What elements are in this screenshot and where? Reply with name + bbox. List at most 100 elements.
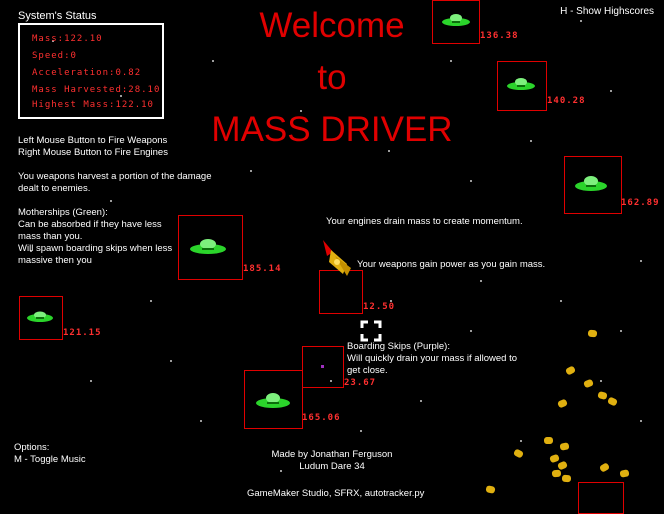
- star: [560, 300, 562, 302]
- asteroid-rock: [549, 453, 560, 464]
- help-skips-2: get close.: [347, 365, 388, 376]
- mothership-icon[interactable]: [574, 176, 608, 192]
- mothership-target-frame: [19, 296, 63, 340]
- star: [170, 360, 172, 362]
- mothership-icon[interactable]: [189, 238, 227, 256]
- help-harvest-1: You weapons harvest a portion of the dam…: [18, 171, 212, 182]
- credits: Made by Jonathan Ferguson Ludum Dare 34: [270, 449, 394, 473]
- asteroid-rock: [606, 396, 619, 407]
- asteroid-rock: [583, 378, 594, 389]
- credits-event: Ludum Dare 34: [299, 461, 365, 472]
- star: [120, 95, 122, 97]
- star: [360, 430, 362, 432]
- mothership-target-frame: [432, 0, 480, 44]
- star: [610, 90, 612, 92]
- title-line-2: to: [317, 58, 347, 97]
- status-panel: Mass:122.10 Speed:0 Acceleration:0.82 Ma…: [18, 23, 164, 119]
- asteroid-rock: [619, 469, 630, 478]
- mothership-mass: 121.15: [63, 328, 102, 338]
- options-title: Options:: [14, 442, 50, 453]
- asteroid-rock: [485, 485, 496, 494]
- stat-mass-harvested: Mass Harvested:28.10: [32, 85, 161, 95]
- highscores-hint: H - Show Highscores: [560, 6, 654, 17]
- credits-author: Made by Jonathan Ferguson: [271, 449, 393, 460]
- asteroid-rock: [512, 448, 525, 459]
- title-line-1: Welcome: [259, 6, 405, 45]
- credits-tools: GameMaker Studio, SFRX, autotracker.py: [247, 488, 425, 499]
- controls-help: Left Mouse Button to Fire Weapons Right …: [18, 135, 211, 267]
- star: [580, 20, 582, 22]
- options-help: Options: M - Toggle Music: [14, 442, 86, 466]
- star: [450, 60, 452, 62]
- star: [420, 400, 422, 402]
- asteroid-rock: [561, 474, 572, 483]
- star: [530, 140, 532, 142]
- skip-target-frame: [302, 346, 344, 388]
- asteroid-rock: [564, 365, 577, 376]
- help-engines: Your engines drain mass to create moment…: [326, 216, 523, 227]
- stat-mass: Mass:122.10: [32, 34, 103, 44]
- star: [110, 200, 112, 202]
- star: [620, 330, 622, 332]
- star: [330, 380, 332, 382]
- star: [640, 260, 642, 262]
- asteroid-rock: [556, 398, 569, 409]
- mothership-mass: 185.14: [243, 264, 282, 274]
- star: [280, 470, 282, 472]
- mothership-target-frame: [178, 215, 243, 280]
- star: [388, 150, 390, 152]
- player-ship-icon[interactable]: [317, 238, 357, 282]
- mothership-mass: 136.38: [480, 31, 519, 41]
- title: Welcome to MASS DRIVER: [150, 0, 514, 156]
- star: [52, 40, 54, 42]
- star: [150, 300, 152, 302]
- asteroid-rock: [587, 329, 598, 338]
- player-mass: 12.50: [363, 302, 396, 312]
- mothership-icon[interactable]: [441, 13, 471, 27]
- mothership-mass: 162.89: [621, 198, 660, 208]
- mothership-target-frame: [497, 61, 547, 111]
- help-harvest-2: dealt to enemies.: [18, 183, 91, 194]
- star: [480, 280, 482, 282]
- star: [470, 180, 472, 182]
- skips-help: Boarding Skips (Purple): Will quickly dr…: [347, 341, 517, 377]
- skip-mass: 23.67: [344, 378, 377, 388]
- mothership-target-frame: [564, 156, 622, 214]
- asteroid-rock: [597, 390, 608, 401]
- mothership-icon[interactable]: [26, 311, 54, 323]
- boarding-skip-icon[interactable]: [321, 365, 324, 368]
- mothership-icon[interactable]: [506, 77, 536, 91]
- status-label: System's Status: [18, 10, 97, 22]
- help-motherships-1: Can be absorbed if they have less: [18, 219, 162, 230]
- star: [200, 420, 202, 422]
- asteroid-rock: [551, 469, 562, 478]
- help-fire-engines: Right Mouse Button to Fire Engines: [18, 147, 168, 158]
- star: [30, 250, 32, 252]
- mothership-icon[interactable]: [255, 393, 291, 409]
- help-motherships-title: Motherships (Green):: [18, 207, 108, 218]
- stat-acceleration: Acceleration:0.82: [32, 68, 142, 78]
- star: [90, 380, 92, 382]
- star: [640, 420, 642, 422]
- options-toggle-music: M - Toggle Music: [14, 454, 86, 465]
- help-skips-title: Boarding Skips (Purple):: [347, 341, 450, 352]
- help-skips-1: Will quickly drain your mass if allowed …: [347, 353, 518, 364]
- star: [250, 170, 252, 172]
- mothership-target-frame: [244, 370, 303, 429]
- star: [390, 300, 392, 302]
- star: [520, 440, 522, 442]
- asteroid-rock: [559, 442, 570, 451]
- star: [300, 110, 302, 112]
- help-motherships-2: mass than you.: [18, 231, 83, 242]
- asteroid-rock: [598, 462, 611, 473]
- asteroid-rock: [543, 436, 554, 445]
- star: [470, 330, 472, 332]
- mothership-mass: 140.28: [547, 96, 586, 106]
- help-weapons: Your weapons gain power as you gain mass…: [357, 259, 546, 270]
- star: [212, 60, 214, 62]
- offscreen-target-frame: [578, 482, 624, 514]
- help-motherships-4: massive then you: [18, 255, 92, 266]
- mothership-mass: 165.06: [302, 413, 341, 423]
- title-line-3: MASS DRIVER: [211, 110, 453, 149]
